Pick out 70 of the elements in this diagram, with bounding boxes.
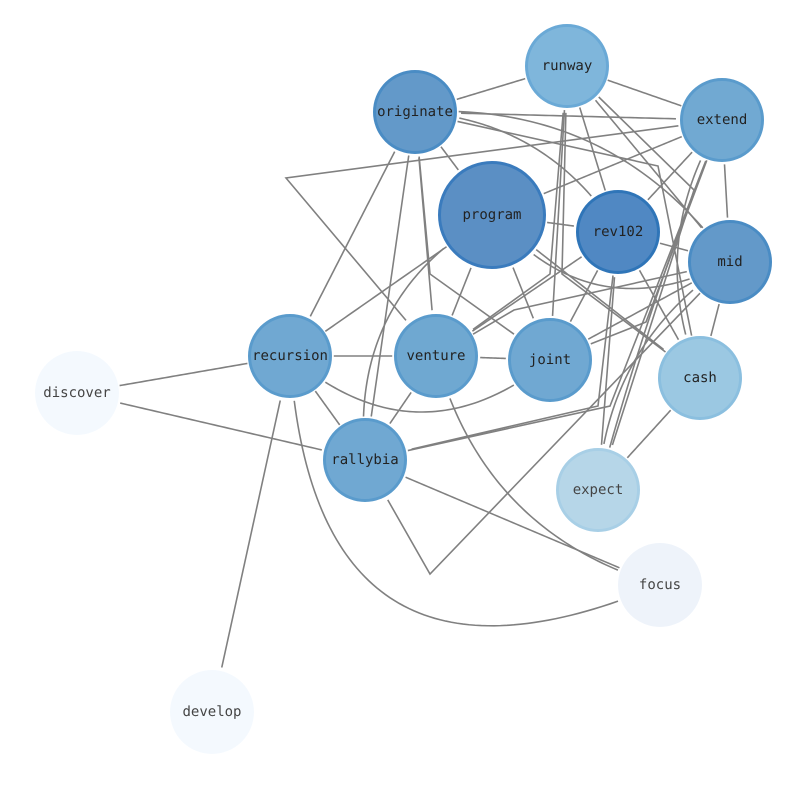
edge-line	[598, 96, 695, 446]
node-label: originate	[377, 105, 453, 119]
edge-line	[594, 100, 702, 228]
edge-line	[220, 400, 282, 668]
node-label: expect	[572, 483, 624, 497]
edge-line	[607, 79, 682, 107]
edge-line	[387, 292, 701, 576]
edge-line	[120, 402, 322, 451]
node-label: focus	[638, 578, 682, 592]
node-label: venture	[406, 349, 466, 363]
edge-line	[578, 107, 606, 191]
edge-line	[310, 151, 396, 317]
edge-line	[324, 246, 447, 332]
edge-line	[536, 249, 664, 350]
edge-line	[472, 270, 687, 335]
node-label: discover	[43, 386, 111, 400]
node-label: recursion	[252, 349, 328, 363]
edge-line	[418, 158, 433, 310]
edge-line	[603, 289, 694, 444]
edge-line	[370, 155, 410, 417]
edge-line	[512, 267, 534, 319]
edge-line	[472, 256, 582, 332]
node-label: mid	[717, 255, 743, 269]
edge-line	[710, 304, 720, 336]
edge-line	[561, 112, 666, 353]
edge-line	[314, 390, 340, 426]
edge-line	[461, 112, 676, 120]
edge-line	[449, 398, 618, 571]
node-label: rallybia	[331, 453, 399, 467]
edge-line	[676, 160, 702, 335]
edge-line	[293, 400, 618, 627]
edge-line	[418, 156, 514, 335]
node-label: joint	[528, 353, 572, 367]
edge-line	[533, 254, 690, 290]
node-label: develop	[182, 705, 242, 719]
edge-line	[570, 270, 598, 322]
edge-line	[626, 410, 672, 458]
edge-line	[472, 112, 564, 330]
edge-line	[547, 222, 574, 227]
edge-line	[552, 110, 566, 316]
edge-line	[588, 282, 692, 340]
edge-line	[389, 392, 412, 424]
edge-line	[724, 164, 728, 218]
node-label: extend	[696, 113, 748, 127]
edge-line	[590, 160, 708, 345]
node-label: cash	[683, 371, 717, 385]
edge-line	[451, 268, 472, 316]
edge-line	[284, 125, 678, 321]
edge-line	[600, 277, 616, 445]
edge-line	[362, 248, 444, 417]
edge-line	[405, 476, 620, 569]
edge-line	[647, 152, 693, 200]
node-label: rev102	[592, 225, 644, 239]
edge-line	[334, 355, 392, 357]
edge-line	[457, 120, 692, 336]
edge-line	[456, 78, 526, 100]
edge-line	[608, 160, 707, 448]
edge-line	[543, 136, 682, 194]
edge-line	[440, 146, 459, 170]
edge-line	[660, 242, 688, 252]
edge-line	[119, 362, 248, 386]
edge-line	[411, 275, 614, 450]
edge-line	[459, 117, 592, 197]
edge-line	[324, 381, 514, 413]
node-label: program	[462, 208, 522, 222]
node-label: runway	[542, 59, 592, 73]
graph-node	[576, 190, 660, 274]
edge-line	[480, 356, 506, 360]
edge-line	[458, 110, 704, 228]
edge-line	[638, 270, 680, 340]
